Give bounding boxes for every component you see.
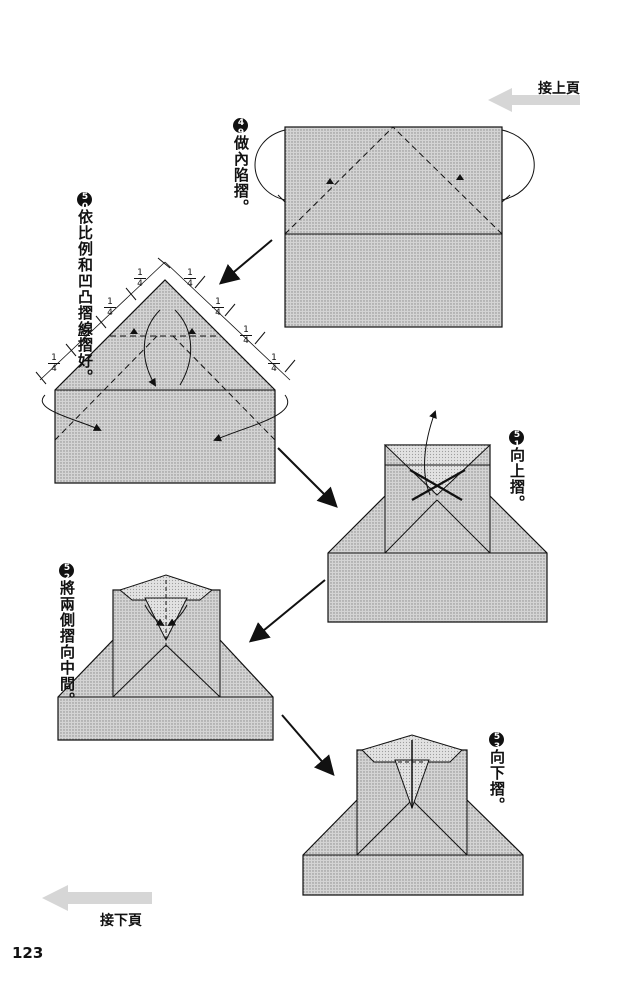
step-number: 49 bbox=[233, 118, 248, 138]
step-52-figure bbox=[57, 574, 274, 741]
prev-page-arrow[interactable] bbox=[488, 88, 580, 112]
step-arrow bbox=[281, 714, 335, 777]
step-53-figure bbox=[302, 734, 524, 896]
step-number: 52 bbox=[59, 563, 74, 583]
prev-page-label[interactable]: 接上頁 bbox=[538, 81, 580, 97]
step-instruction-line1: 將兩側摺向 bbox=[58, 580, 76, 660]
step-instruction: 向上摺。 bbox=[508, 447, 526, 511]
step-number: 51 bbox=[509, 430, 524, 450]
step-arrow bbox=[248, 579, 326, 643]
step-number: 53 bbox=[489, 732, 504, 752]
step-50-figure bbox=[35, 257, 296, 484]
step-52-label: 52將兩側摺向中間。 bbox=[58, 563, 76, 708]
step-49-label: 49做內陷摺。 bbox=[232, 118, 250, 215]
step-49-figure bbox=[254, 126, 535, 328]
next-page-label[interactable]: 接下頁 bbox=[100, 913, 142, 929]
step-instruction-line1: 依比例和凹凸 bbox=[76, 209, 94, 305]
step-instruction: 向下摺。 bbox=[488, 749, 506, 813]
step-arrow bbox=[218, 239, 273, 285]
page-number: 123 bbox=[12, 944, 44, 962]
step-50-label: 50依比例和凹凸摺線摺好。 bbox=[76, 192, 94, 385]
step-instruction-line2: 摺線摺好。 bbox=[76, 305, 94, 385]
next-page-arrow[interactable] bbox=[42, 885, 152, 911]
step-arrow bbox=[277, 447, 338, 508]
step-instruction-line2: 中間。 bbox=[58, 660, 76, 708]
step-number: 50 bbox=[77, 192, 92, 212]
step-instruction: 做內陷摺。 bbox=[232, 135, 250, 215]
step-53-label: 53向下摺。 bbox=[488, 732, 506, 813]
step-51-figure bbox=[327, 410, 548, 623]
step-51-label: 51向上摺。 bbox=[508, 430, 526, 511]
